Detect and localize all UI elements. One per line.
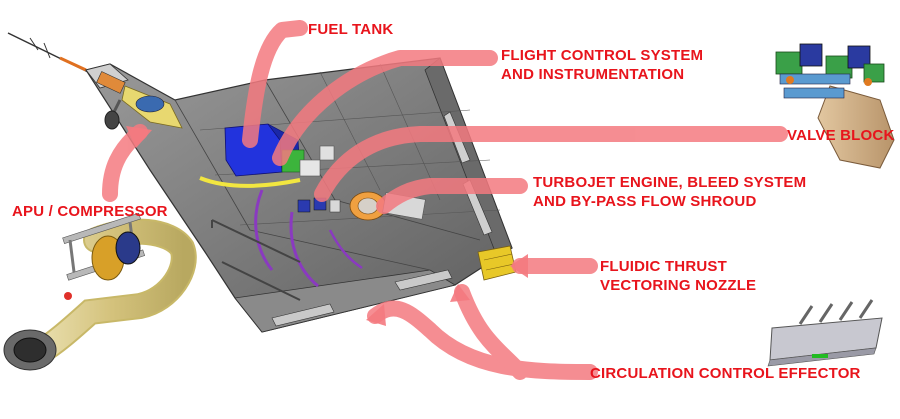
label-fuel-tank: FUEL TANK	[308, 21, 394, 38]
label-apu-compressor: APU / COMPRESSOR	[12, 203, 168, 220]
callout-valve-block	[314, 126, 788, 202]
turbojet-engine-component	[349, 191, 426, 221]
apu-compressor-detail	[3, 212, 197, 371]
label-fluidic-thrust-vectoring-nozzle: FLUIDIC THRUST VECTORING NOZZLE	[600, 258, 757, 294]
ventral-rails	[211, 219, 301, 301]
label-turbojet-engine: TURBOJET ENGINE, BLEED SYSTEM AND BY-PAS…	[533, 174, 807, 210]
valve-block-detail	[775, 43, 895, 169]
arrowhead-circulation-2	[450, 284, 470, 302]
arrowhead-apu	[126, 126, 152, 148]
callout-arrowheads	[126, 126, 528, 326]
circulation-effector-detail	[767, 299, 883, 367]
internal-piping	[199, 176, 363, 288]
label-circulation-control-effector: CIRCULATION CONTROL EFFECTOR	[590, 365, 861, 382]
arrowhead-circulation	[366, 304, 386, 326]
callout-ribbons	[102, 20, 788, 380]
nose-landing-gear	[104, 99, 122, 130]
thrust-vectoring-nozzle-component	[477, 245, 517, 281]
arrowhead-fluidic	[510, 254, 528, 278]
apu-compressor-installed	[121, 85, 183, 129]
nose-probe	[7, 32, 89, 73]
callout-circulation-2	[454, 284, 528, 380]
callout-circulation-1	[367, 300, 598, 380]
callout-flight-control	[272, 50, 498, 166]
label-flight-control-system: FLIGHT CONTROL SYSTEM AND INSTRUMENTATIO…	[501, 47, 704, 83]
label-valve-block: VALVE BLOCK	[787, 127, 895, 144]
callout-fuel-tank	[242, 20, 308, 148]
flight-control-boxes	[281, 145, 335, 177]
callout-turbojet	[376, 178, 528, 214]
nose-cone	[85, 63, 129, 94]
